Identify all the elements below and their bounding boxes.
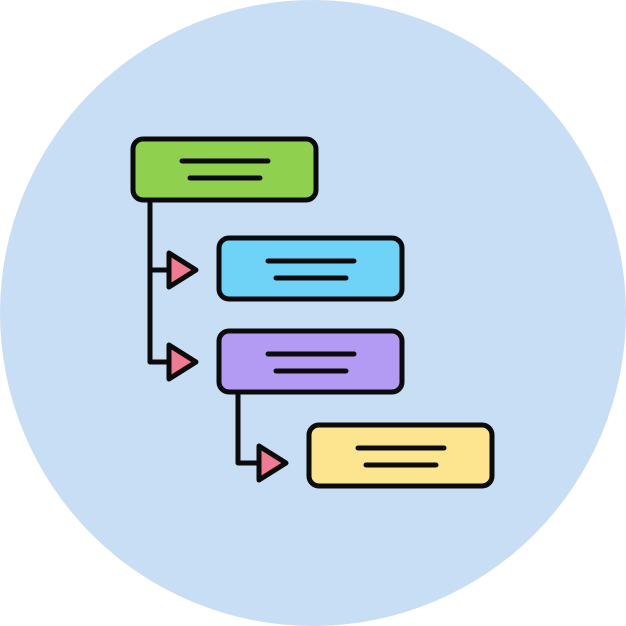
connector-child-to-grandchild (235, 389, 261, 466)
arrow-icon (166, 342, 199, 382)
child-node-1 (216, 235, 405, 302)
arrow-icon (256, 443, 289, 483)
root-node (130, 136, 319, 203)
arrow-icon (166, 250, 199, 290)
child-node-2 (216, 328, 405, 395)
connector-root-to-children (147, 197, 171, 365)
grandchild-node (306, 422, 495, 489)
